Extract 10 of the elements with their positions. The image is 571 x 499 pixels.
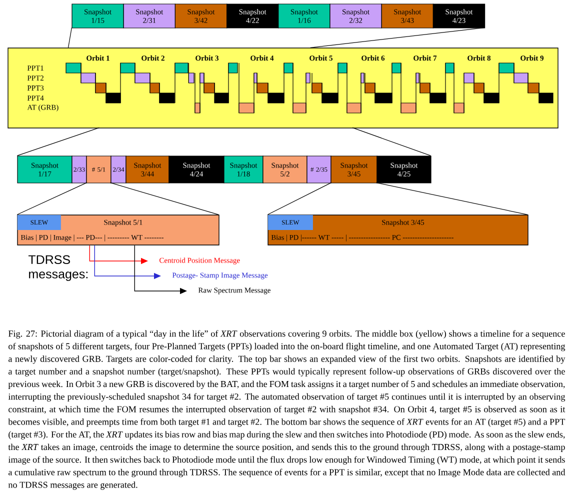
caption: Fig. 27: Pictorial diagram of a typical “day in the life” of XRT observations covering 9 orbits. The middle box (yellow) shows a timeline for a sequence of snapshots of 5 different targets, four Pre-Planned Targets (PPTs) loaded into the on-board flight timeline, and one Automated Target (AT) representing a newly discovered GRB. Targets are color-coded for clarity. The top bar shows an expanded view of the first two orbits. Snapshots are identified by a target number and a snapshot number (target/snapshot). These PPTs would typically represent follow-up observations of GRBs discovered over the previous week. In Orbit 3 a new GRB is discovered by the BAT, and the FOM task assigns it a target number of 5 and schedules an immediate observation, interrupting the previously-scheduled snapshot 34 for target #2. The automated observation of target #5 continues until it is interrupted by an observing constraint, at which time the FOM resumes the interrupted observation of target #2 with snapshot #34. On Orbit 4, target #5 is observed as soon as it becomes visible, and preempts time from both target #1 and target #2. The bottom bar shows the sequence of XRT events for an AT (target #5) and a PPT (target #3). For the AT, the XRT updates its bias row and bias map during the slew and then switches into Photodiode (PD) mode. As soon as the slew ends, the XRT takes an image, centroids the image to determine the source position, and sends this to the ground through TDRSS, along with a postage-stamp image of the source. It then switches back to Photodiode mode until the flux drops low enough for Windowed Timing (WT) mode, at which point it sends a cumulative raw spectrum to the ground through TDRSS. The sequence of events for a PPT is similar, except that no Image Mode data are collected and no TDRSS messages are generated. xyxy=(8,330,566,490)
zoom-line xyxy=(16,182,87,215)
zoom-line xyxy=(352,127,431,156)
zoom-line xyxy=(310,27,485,48)
zoom-line xyxy=(267,182,332,215)
zoom-line xyxy=(16,127,100,156)
zoom-line xyxy=(68,27,72,48)
tdrss-label: TDRSS messages: xyxy=(28,255,88,281)
zoom-line xyxy=(376,182,528,215)
zoom-line xyxy=(110,182,219,215)
